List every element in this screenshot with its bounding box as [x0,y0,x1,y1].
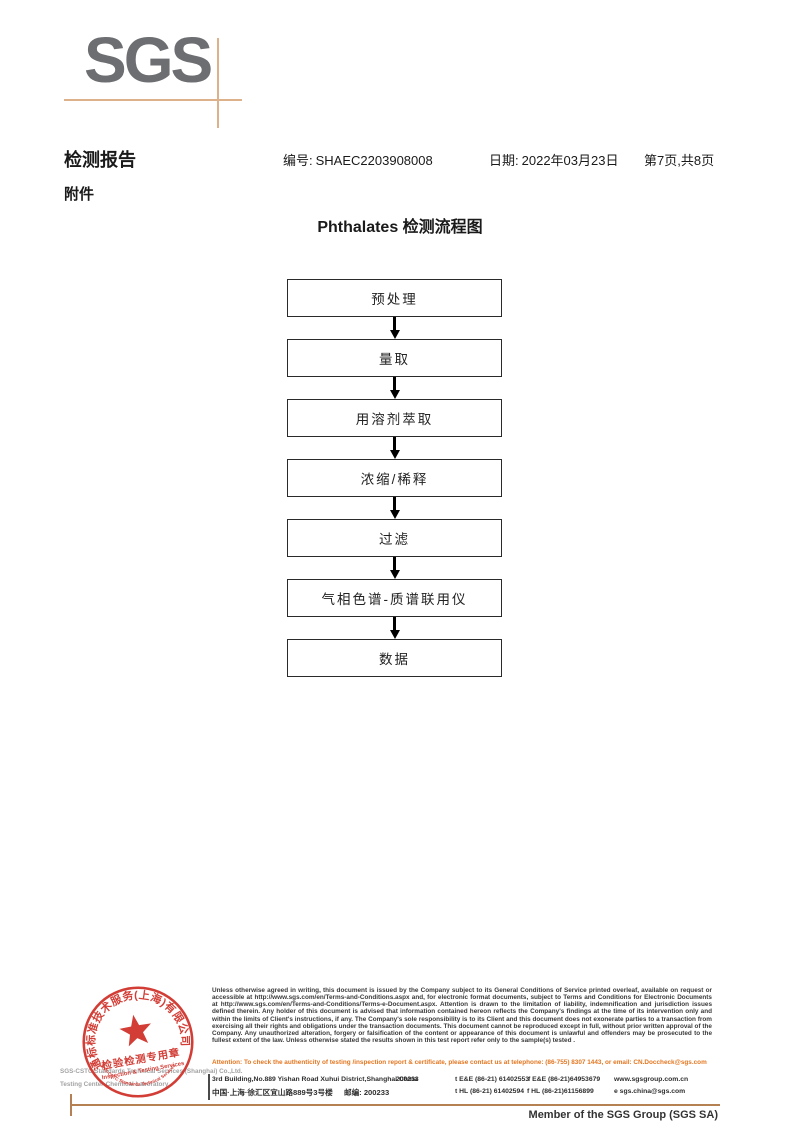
page-indicator: 第7页,共8页 [644,153,715,168]
stamp-star-icon [119,1014,151,1047]
flow-step-data: 数据 [287,639,502,677]
company-name-en: SGS-CSTC Standards Technical Services (S… [60,1066,243,1091]
company-name-en-line2: Testing Center-Chemical Laboratory [60,1080,169,1088]
flow-step-measure: 量取 [287,339,502,377]
flow-step-gcms: 气相色谱-质谱联用仪 [287,579,502,617]
report-title: 检测报告 [64,150,136,170]
down-arrow-icon [389,317,400,339]
flowchart-title: Phthalates 检测流程图 [317,219,483,236]
postcode-en: 200233 [396,1076,419,1083]
address-en: 3rd Building,No.889 Yishan Road Xuhui Di… [212,1076,418,1083]
postcode-cn: 邮编: 200233 [344,1088,390,1097]
down-arrow-icon [389,617,400,639]
email: e sgs.china@sgs.com [614,1088,686,1095]
sgs-group-membership: Member of the SGS Group (SGS SA) [528,1109,718,1121]
report-number: 编号:SHAEC2203908008 [283,150,433,169]
logo-crosshair-vertical [217,38,219,128]
legal-disclaimer: Unless otherwise agreed in writing, this… [212,987,712,1045]
down-arrow-icon [389,377,400,399]
fax-hl: f HL (86-21)61156899 [527,1088,594,1095]
report-date-label: 日期: [489,153,519,168]
flow-step-pretreatment: 预处理 [287,279,502,317]
down-arrow-icon [389,437,400,459]
down-arrow-icon [389,557,400,579]
fax-ee: f E&E (86-21)64953679 [528,1076,601,1083]
report-date-value: 2022年03月23日 [521,153,619,168]
sgs-logo: SGS [84,24,213,96]
address-cn: 中国·上海·徐汇区宜山路889号3号楼 [212,1088,333,1097]
flow-step-concentrate-dilute: 浓缩/稀释 [287,459,502,497]
footer-rule [70,1104,720,1107]
company-name-en-line1: SGS-CSTC Standards Technical Services (S… [60,1068,243,1075]
authenticity-notice: Attention: To check the authenticity of … [212,1059,707,1066]
website: www.sgsgroup.com.cn [614,1076,689,1083]
phone-hl: t HL (86-21) 61402594 [455,1088,525,1095]
address-divider [208,1074,210,1100]
phone-ee: t E&E (86-21) 61402553 [455,1076,530,1083]
down-arrow-icon [389,497,400,519]
report-number-label: 编号: [283,153,313,168]
flowchart: 预处理 量取 用溶剂萃取 浓缩/稀释 过滤 气相色谱-质谱联用仪 数据 [287,279,502,677]
attachment-label: 附件 [64,186,95,203]
inspection-stamp-icon: 通标标准技术服务(上海)有限公司 检验检测专用章 Inspection & Te… [75,979,195,1098]
report-date: 日期:2022年03月23日 [489,150,618,169]
logo-crosshair-horizontal [64,99,242,101]
flow-step-solvent-extraction: 用溶剂萃取 [287,399,502,437]
report-number-value: SHAEC2203908008 [315,153,433,168]
flow-step-filter: 过滤 [287,519,502,557]
